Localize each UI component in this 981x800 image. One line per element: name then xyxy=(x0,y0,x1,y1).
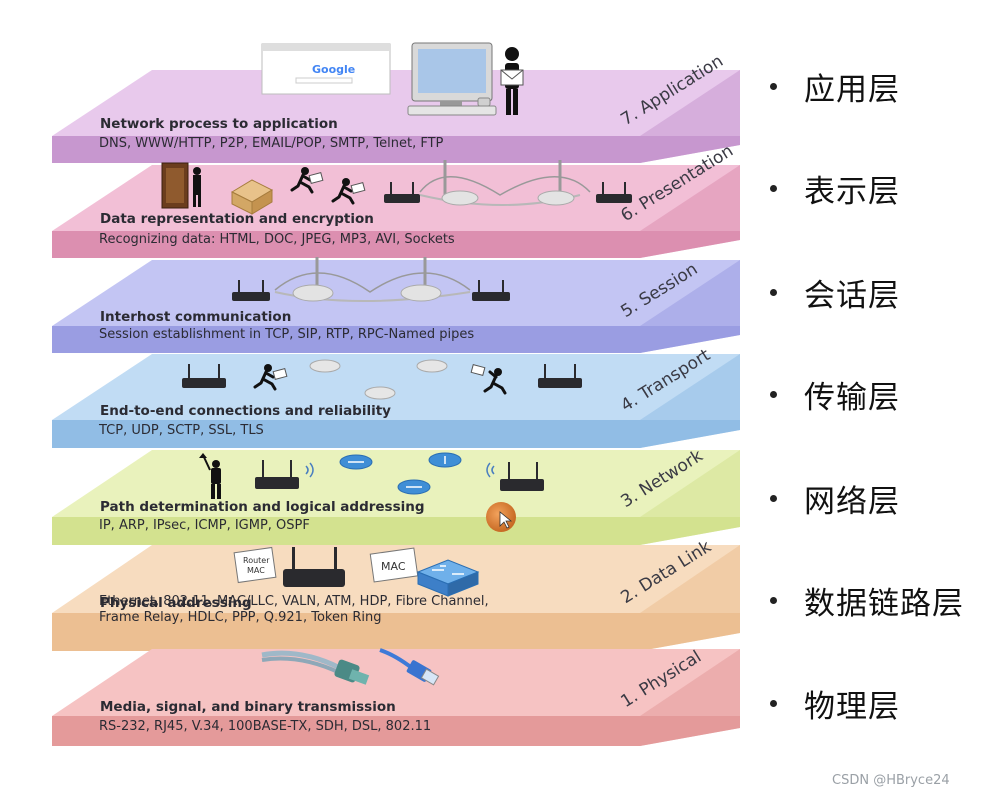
person-reading-icon xyxy=(500,47,524,115)
layer-top-face xyxy=(52,260,740,326)
package-box-icon xyxy=(230,179,274,215)
layer-front-face xyxy=(52,716,740,746)
chinese-layer-label: 应用层 xyxy=(770,64,900,109)
router-mac-tag: Router MAC xyxy=(233,546,277,584)
wifi-router-icon xyxy=(283,547,345,587)
layer-side-face xyxy=(640,165,740,258)
wifi-router-icon xyxy=(255,460,314,489)
bullet-dot xyxy=(770,495,777,502)
layer-side-face xyxy=(640,649,740,746)
watermark: CSDN @HBryce24 xyxy=(832,773,950,788)
layer-front-face xyxy=(52,136,740,163)
chinese-layer-label: 会话层 xyxy=(770,270,900,315)
bullet-dot xyxy=(770,391,777,398)
running-person-icon xyxy=(290,167,324,194)
cursor-indicator-icon xyxy=(486,502,516,532)
chinese-layer-label: 数据链路层 xyxy=(770,578,964,623)
layer-protocols: DNS, WWW/HTTP, P2P, EMAIL/POP, SMTP, Tel… xyxy=(99,136,444,151)
wifi-router-icon xyxy=(384,182,420,203)
layer-top-face xyxy=(52,354,740,420)
layer-description: Physical addressing xyxy=(100,595,252,611)
chinese-layer-text: 网络层 xyxy=(804,484,900,520)
layer-protocols: Ethernet, 802.11, MAC/LLC, VALN, ATM, HD… xyxy=(99,594,489,609)
svg-text:Router: Router xyxy=(243,556,270,565)
person-with-flag-icon xyxy=(199,453,221,499)
layer-side-face xyxy=(640,354,740,448)
layer-protocols: TCP, UDP, SCTP, SSL, TLS xyxy=(99,423,264,438)
layer-description: Media, signal, and binary transmission xyxy=(100,699,396,715)
chinese-layer-text: 会话层 xyxy=(804,278,900,314)
layer-front-face xyxy=(52,613,740,651)
layer-side-face xyxy=(640,450,740,545)
layer-description: End-to-end connections and reliability xyxy=(100,403,391,419)
network-switch-icon xyxy=(416,559,480,597)
chinese-layer-label: 网络层 xyxy=(770,476,900,521)
desktop-computer-icon xyxy=(407,42,497,116)
layer-description: Network process to application xyxy=(100,116,338,132)
chinese-layer-text: 物理层 xyxy=(804,689,900,725)
layer-protocols: RS-232, RJ45, V.34, 100BASE-TX, SDH, DSL… xyxy=(99,719,432,734)
fiber-optic-cable-icon xyxy=(261,650,370,685)
layer-description: Interhost communication xyxy=(100,309,292,325)
layer-protocols: Recognizing data: HTML, DOC, JPEG, MP3, … xyxy=(99,232,455,247)
bullet-dot xyxy=(770,597,777,604)
network-router-icon xyxy=(339,452,462,495)
layer-description: Path determination and logical addressin… xyxy=(100,499,425,515)
layer-top-face xyxy=(52,649,740,716)
layer-front-face xyxy=(52,326,740,353)
suspension-bridge-icon xyxy=(274,257,471,302)
layer-front-face xyxy=(52,420,740,448)
svg-text:MAC: MAC xyxy=(247,566,265,575)
layer-front-face xyxy=(52,517,740,545)
chinese-layer-text: 表示层 xyxy=(804,174,900,210)
browser-window-icon: Google xyxy=(261,43,391,95)
layer-protocols: Session establishment in TCP, SIP, RTP, … xyxy=(99,327,475,342)
chinese-layer-text: 传输层 xyxy=(804,380,900,416)
chinese-layer-label: 物理层 xyxy=(770,681,900,726)
google-logo: Google xyxy=(312,63,355,76)
wifi-router-icon xyxy=(538,364,582,388)
running-person-icon xyxy=(470,363,507,395)
mac-tag: MAC xyxy=(369,547,419,583)
wifi-router-icon xyxy=(232,280,270,301)
layer-protocols: Frame Relay, HDLC, PPP, Q.921, Token Rin… xyxy=(99,610,382,625)
running-person-icon xyxy=(331,178,366,205)
bullet-dot xyxy=(770,289,777,296)
vault-door-icon xyxy=(161,162,201,209)
chinese-layer-label: 表示层 xyxy=(770,166,900,211)
running-person-icon xyxy=(253,364,288,391)
layer-side-face xyxy=(640,545,740,651)
router-disc-icon xyxy=(309,359,448,400)
chinese-layer-text: 应用层 xyxy=(804,72,900,108)
wifi-router-icon xyxy=(182,364,226,388)
layer-protocols: IP, ARP, IPsec, ICMP, IGMP, OSPF xyxy=(99,518,310,533)
wifi-router-icon xyxy=(486,462,544,491)
bullet-dot xyxy=(770,700,777,707)
chinese-layer-text: 数据链路层 xyxy=(804,586,964,622)
layer-top-face xyxy=(52,70,740,136)
bullet-dot xyxy=(770,185,777,192)
layer-description: Data representation and encryption xyxy=(100,211,374,227)
suspension-bridge-icon xyxy=(419,160,591,206)
layer-side-face xyxy=(640,260,740,353)
layer-front-face xyxy=(52,231,740,258)
layer-top-face xyxy=(52,450,740,517)
wifi-router-icon xyxy=(596,182,632,203)
svg-text:MAC: MAC xyxy=(381,560,406,573)
layer-side-face xyxy=(640,70,740,163)
ethernet-cable-icon xyxy=(379,648,440,686)
wifi-router-icon xyxy=(472,280,510,301)
chinese-layer-label: 传输层 xyxy=(770,372,900,417)
bullet-dot xyxy=(770,83,777,90)
